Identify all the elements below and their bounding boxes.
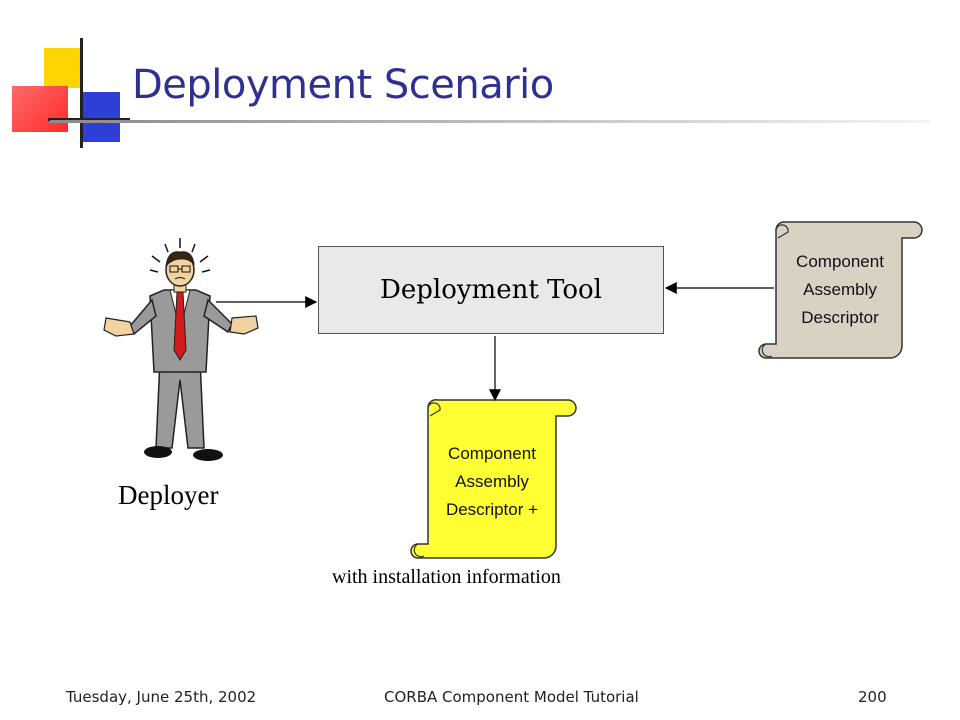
footer-date: Tuesday, June 25th, 2002 bbox=[66, 688, 257, 706]
deployment-tool-label: Deployment Tool bbox=[380, 275, 602, 305]
vertical-line bbox=[80, 38, 83, 148]
deployer-label: Deployer bbox=[118, 480, 219, 510]
input-descriptor-line: Assembly bbox=[803, 280, 877, 299]
yellow-square bbox=[44, 48, 82, 88]
output-descriptor-line: Component bbox=[448, 444, 536, 463]
slide-title: Deployment Scenario bbox=[132, 62, 554, 108]
red-square bbox=[12, 86, 68, 132]
installation-caption: with installation information bbox=[332, 566, 561, 588]
corner-decoration bbox=[0, 0, 140, 150]
input-descriptor-scroll bbox=[758, 221, 923, 359]
output-descriptor-text: Component Assembly Descriptor + bbox=[422, 440, 562, 524]
page-number: 200 bbox=[858, 688, 887, 706]
input-descriptor-line: Component bbox=[796, 252, 884, 271]
footer-title: CORBA Component Model Tutorial bbox=[384, 688, 639, 706]
deployment-tool-box: Deployment Tool bbox=[318, 246, 664, 334]
deployer-figure bbox=[103, 238, 259, 461]
title-underline bbox=[50, 120, 930, 123]
input-descriptor-text: Component Assembly Descriptor bbox=[776, 248, 904, 332]
output-descriptor-scroll bbox=[410, 399, 577, 559]
horizontal-line bbox=[48, 118, 130, 121]
blue-square bbox=[82, 92, 120, 142]
output-descriptor-line: Descriptor + bbox=[445, 500, 539, 519]
output-descriptor-line: Assembly bbox=[455, 472, 529, 491]
input-descriptor-line: Descriptor bbox=[801, 308, 879, 327]
